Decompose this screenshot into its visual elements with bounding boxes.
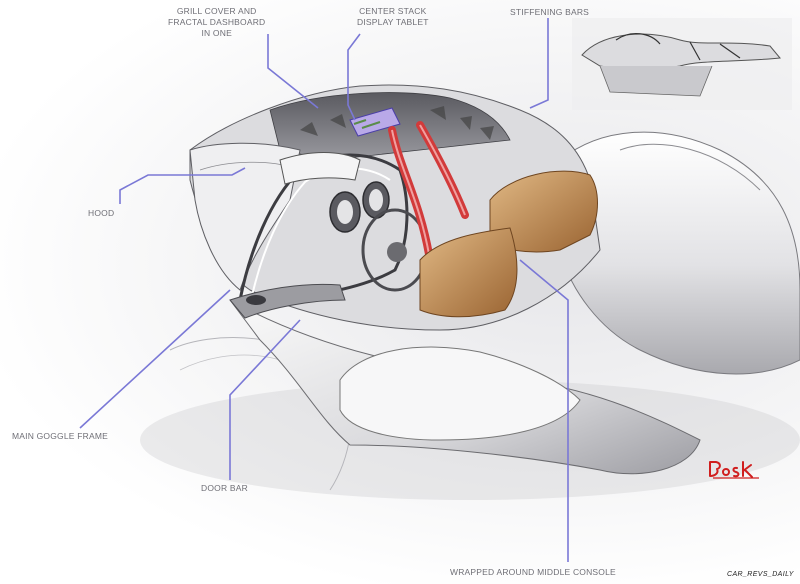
callout-main-goggle-frame: MAIN GOGGLE FRAME bbox=[12, 431, 108, 441]
callout-hood: HOOD bbox=[88, 208, 115, 218]
callout-center-line1: CENTER STACK bbox=[359, 6, 427, 16]
callout-leader-lines bbox=[79, 18, 569, 562]
callout-middle-console: WRAPPED AROUND MIDDLE CONSOLE bbox=[450, 567, 616, 577]
callout-grill-line3: IN ONE bbox=[201, 28, 232, 38]
callout-grill-line1: GRILL COVER AND bbox=[176, 6, 257, 16]
watermark: CAR_REVS_DAILY bbox=[727, 571, 794, 578]
callout-grill-line2: FRACTAL DASHBOARD bbox=[168, 17, 266, 27]
callout-door-bar: DOOR BAR bbox=[201, 483, 248, 493]
callout-stiffening-bars: STIFFENING BARS bbox=[510, 7, 590, 17]
callout-grill-cover: GRILL COVER AND FRACTAL DASHBOARD IN ONE bbox=[168, 6, 265, 39]
callout-center-stack: CENTER STACK DISPLAY TABLET bbox=[357, 6, 429, 28]
designer-signature bbox=[709, 461, 759, 479]
side-profile-thumbnail bbox=[572, 18, 792, 110]
callout-center-line2: DISPLAY TABLET bbox=[357, 17, 429, 27]
